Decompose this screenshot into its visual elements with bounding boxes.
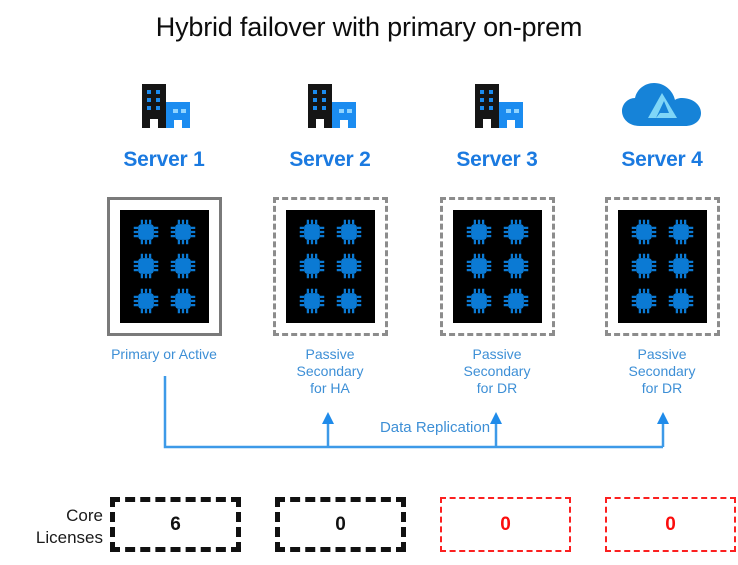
server-title: Server 4 <box>621 148 703 171</box>
core-license-box-server-3: 0 <box>440 497 571 552</box>
cpu-chip-icon <box>336 254 361 279</box>
server-column-1: Server 1 <box>82 78 246 172</box>
cpu-chip-icon <box>503 288 528 314</box>
server-chassis-3 <box>440 197 555 336</box>
cpu-chip-icon <box>467 288 492 314</box>
server-title: Server 2 <box>289 148 371 171</box>
on-prem-building-icon <box>82 78 246 130</box>
cpu-core-grid <box>120 210 209 323</box>
server-title: Server 3 <box>456 148 538 171</box>
core-license-box-server-2: 0 <box>275 497 406 552</box>
role-line: Passive <box>637 346 687 362</box>
cpu-chip-icon <box>632 288 657 314</box>
core-licenses-label: Core Licenses <box>8 505 103 549</box>
replication-arrowhead <box>657 412 669 424</box>
cpu-chip-icon <box>467 254 492 279</box>
cpu-chip-icon <box>170 288 195 314</box>
cpu-core-grid <box>286 210 375 323</box>
server-title: Server 1 <box>123 148 205 171</box>
cpu-chip-icon <box>336 288 361 314</box>
cpu-chip-icon <box>467 219 492 245</box>
replication-arrowhead <box>322 412 334 424</box>
role-line: Primary or Active <box>111 346 217 362</box>
role-line: Secondary <box>463 363 531 379</box>
server-role-caption-1: Primary or Active <box>82 346 246 363</box>
role-line: Passive <box>472 346 522 362</box>
core-license-box-server-1: 6 <box>110 497 241 552</box>
cpu-chip-icon <box>300 254 325 279</box>
role-line: for DR <box>476 380 518 396</box>
server-role-caption-2: Passive Secondary for HA <box>248 346 412 397</box>
cpu-chip-icon <box>134 254 159 279</box>
cpu-core-grid <box>453 210 542 323</box>
cpu-chip-icon <box>503 219 528 245</box>
server-role-caption-3: Passive Secondary for DR <box>415 346 579 397</box>
cpu-chip-icon <box>668 254 693 279</box>
role-line: for DR <box>641 380 683 396</box>
server-chassis-1 <box>107 197 222 336</box>
cpu-chip-icon <box>300 219 325 245</box>
server-role-caption-4: Passive Secondary for DR <box>580 346 738 397</box>
on-prem-building-icon <box>248 78 412 130</box>
cpu-chip-icon <box>632 254 657 279</box>
cpu-chip-icon <box>668 219 693 245</box>
cpu-chip-icon <box>632 219 657 245</box>
server-column-3: Server 3 <box>415 78 579 172</box>
server-column-4: Server 4 <box>580 78 738 172</box>
server-chassis-4 <box>605 197 720 336</box>
role-line: for HA <box>310 380 350 396</box>
cpu-core-grid <box>618 210 707 323</box>
page-title: Hybrid failover with primary on-prem <box>155 12 583 42</box>
cpu-chip-icon <box>134 288 159 314</box>
data-replication-label: Data Replication <box>379 419 491 436</box>
role-line: Passive <box>305 346 355 362</box>
server-chassis-2 <box>273 197 388 336</box>
cpu-chip-icon <box>668 288 693 314</box>
server-column-2: Server 2 <box>248 78 412 172</box>
core-licenses-label-line2: Licenses <box>35 528 103 547</box>
cpu-chip-icon <box>300 288 325 314</box>
azure-cloud-icon <box>580 78 738 130</box>
core-licenses-label-line1: Core <box>66 506 103 525</box>
role-line: Secondary <box>628 363 696 379</box>
cpu-chip-icon <box>134 219 159 245</box>
role-line: Secondary <box>296 363 364 379</box>
cpu-chip-icon <box>170 219 195 245</box>
core-license-box-server-4: 0 <box>605 497 736 552</box>
cpu-chip-icon <box>503 254 528 279</box>
cpu-chip-icon <box>336 219 361 245</box>
on-prem-building-icon <box>415 78 579 130</box>
cpu-chip-icon <box>170 254 195 279</box>
